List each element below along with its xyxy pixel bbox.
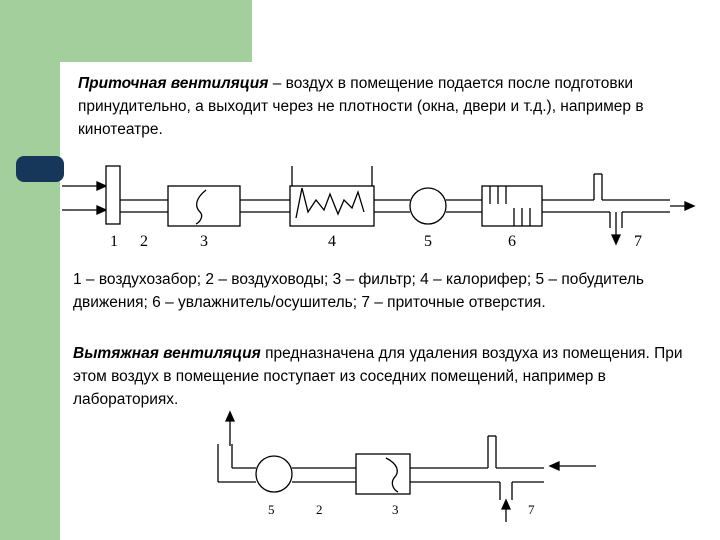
supply-text: – воздух в помещение подается после подг… [78,75,644,138]
exhaust-paragraph: Вытяжная вентиляция предназначена для уд… [73,342,703,411]
supply-ducts [120,173,670,228]
exhaust-fan [255,455,293,493]
exhaust-label: 7 [528,502,535,517]
exhaust-label: 3 [392,502,399,517]
exhaust-label: 5 [268,502,275,517]
supply-title: Приточная вентиляция [78,75,269,92]
supply-label: 6 [508,233,516,250]
supply-label: 3 [200,233,208,250]
supply-outlet-arrows [610,200,696,246]
supply-label: 4 [328,233,336,250]
inlet-arrows [62,180,108,216]
exhaust-arrows [224,410,596,522]
supply-label: 1 [110,233,118,250]
exhaust-text: предназначена для удаления воздуха из по… [73,345,683,408]
supply-label: 5 [424,233,432,250]
exhaust-title: Вытяжная вентиляция [73,345,261,362]
humidifier [481,185,543,227]
supply-paragraph: Приточная вентиляция – воздух в помещени… [78,72,698,141]
supply-label: 2 [140,233,148,250]
supply-label: 7 [634,233,642,250]
fan [409,187,447,225]
exhaust-diagram-labels: 5 2 3 7 [268,502,535,517]
slide-tab-marker [16,156,64,182]
exhaust-ducts [217,435,544,500]
left-green-band [0,0,60,540]
filter [167,185,241,227]
top-green-block [60,0,252,62]
supply-diagram-labels: 1 2 3 4 5 6 7 [110,233,642,250]
air-intake [105,165,121,225]
exhaust-label: 2 [316,502,323,517]
legend-paragraph: 1 – воздухозабор; 2 – воздуховоды; 3 – ф… [73,271,644,311]
exhaust-filter [355,453,411,495]
heater [289,166,375,227]
